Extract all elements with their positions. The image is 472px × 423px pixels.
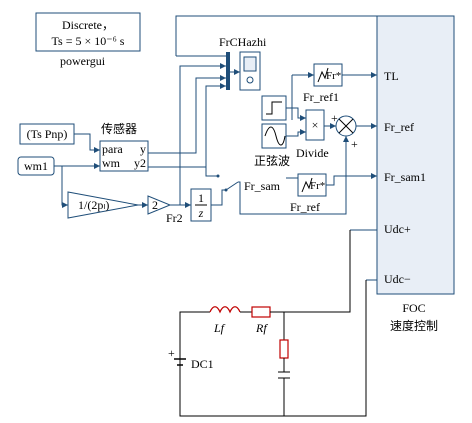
switch-block[interactable] bbox=[216, 174, 239, 192]
foc-port-fr-sam1: Fr_sam1 bbox=[384, 170, 426, 184]
ts-pnp-block[interactable]: (Ts Pnp) bbox=[19, 123, 75, 145]
fr-ref1-label: Fr_ref1 bbox=[303, 90, 339, 104]
resistor-icon[interactable] bbox=[251, 306, 271, 318]
powergui-label: powergui bbox=[60, 54, 106, 68]
sum-plus1: + bbox=[331, 111, 338, 125]
dc-plus: + bbox=[168, 346, 175, 360]
gain-two-label: 2 bbox=[152, 198, 158, 212]
inductor-icon[interactable] bbox=[209, 306, 241, 314]
foc-port-tl: TL bbox=[384, 69, 399, 83]
sensor-title: 传感器 bbox=[101, 121, 137, 136]
sum-plus2: + bbox=[351, 137, 358, 151]
scope-block[interactable] bbox=[239, 51, 261, 91]
foc-port-udc-minus: Udc− bbox=[384, 272, 411, 286]
step-source-block[interactable] bbox=[261, 95, 287, 121]
sum-block[interactable] bbox=[335, 115, 357, 137]
scope-label: FrCHazhi bbox=[219, 35, 267, 49]
divide-label: Divide bbox=[296, 146, 329, 160]
delay-den: z bbox=[198, 206, 204, 220]
delay-num: 1 bbox=[198, 191, 204, 205]
foc-block[interactable]: TL Fr_ref Fr_sam1 Udc+ Udc− bbox=[376, 15, 455, 295]
lf-label: Lf bbox=[213, 321, 226, 335]
sensor-block[interactable]: para y wm y2 bbox=[99, 140, 149, 172]
fr-ref1-block-label: Fr* bbox=[326, 70, 341, 82]
fr-ref-block[interactable]: Fr* bbox=[297, 173, 327, 197]
sensor-in2: wm bbox=[102, 156, 121, 170]
foc-title1: FOC bbox=[402, 301, 425, 315]
sine-label: 正弦波 bbox=[254, 153, 290, 168]
sensor-out2: y2 bbox=[134, 156, 146, 170]
sine-source-block[interactable] bbox=[261, 123, 287, 149]
powergui-block[interactable]: Discrete， Ts = 5 × 10⁻⁶ s bbox=[35, 12, 141, 52]
gain-pole-block[interactable]: 1/(2pₗ) bbox=[67, 191, 139, 219]
dc-label: DC1 bbox=[191, 357, 214, 371]
fr-sam-label: Fr_sam bbox=[244, 179, 281, 193]
unit-delay-block[interactable]: 1 z bbox=[190, 188, 212, 222]
branch-resistor-icon[interactable] bbox=[279, 339, 289, 359]
foc-port-fr-ref: Fr_ref bbox=[384, 120, 414, 134]
divide-times: × bbox=[312, 118, 319, 132]
fr-ref-block-label: Fr* bbox=[310, 180, 325, 192]
arrowheads bbox=[62, 63, 377, 208]
ts-pnp-label: (Ts Pnp) bbox=[27, 127, 68, 141]
power-circuit bbox=[174, 230, 367, 417]
wm1-block[interactable]: wm1 bbox=[17, 156, 55, 176]
foc-port-udc-plus: Udc+ bbox=[384, 222, 411, 236]
gain-pole-label: 1/(2pₗ) bbox=[78, 198, 109, 212]
sensor-out1: y bbox=[140, 142, 146, 156]
powergui-line2: Ts = 5 × 10⁻⁶ s bbox=[52, 34, 125, 48]
fr-ref1-block[interactable]: Fr* bbox=[313, 63, 343, 87]
wm1-label: wm1 bbox=[24, 159, 48, 173]
fr2-label: Fr2 bbox=[166, 211, 183, 225]
powergui-line1: Discrete， bbox=[62, 18, 114, 32]
scope-mux-block[interactable] bbox=[226, 52, 230, 90]
foc-title2: 速度控制 bbox=[390, 318, 438, 333]
rf-label: Rf bbox=[255, 321, 268, 335]
sensor-in1: para bbox=[102, 142, 123, 156]
divide-block[interactable]: × bbox=[305, 109, 325, 141]
fr-ref-label: Fr_ref bbox=[290, 200, 320, 214]
